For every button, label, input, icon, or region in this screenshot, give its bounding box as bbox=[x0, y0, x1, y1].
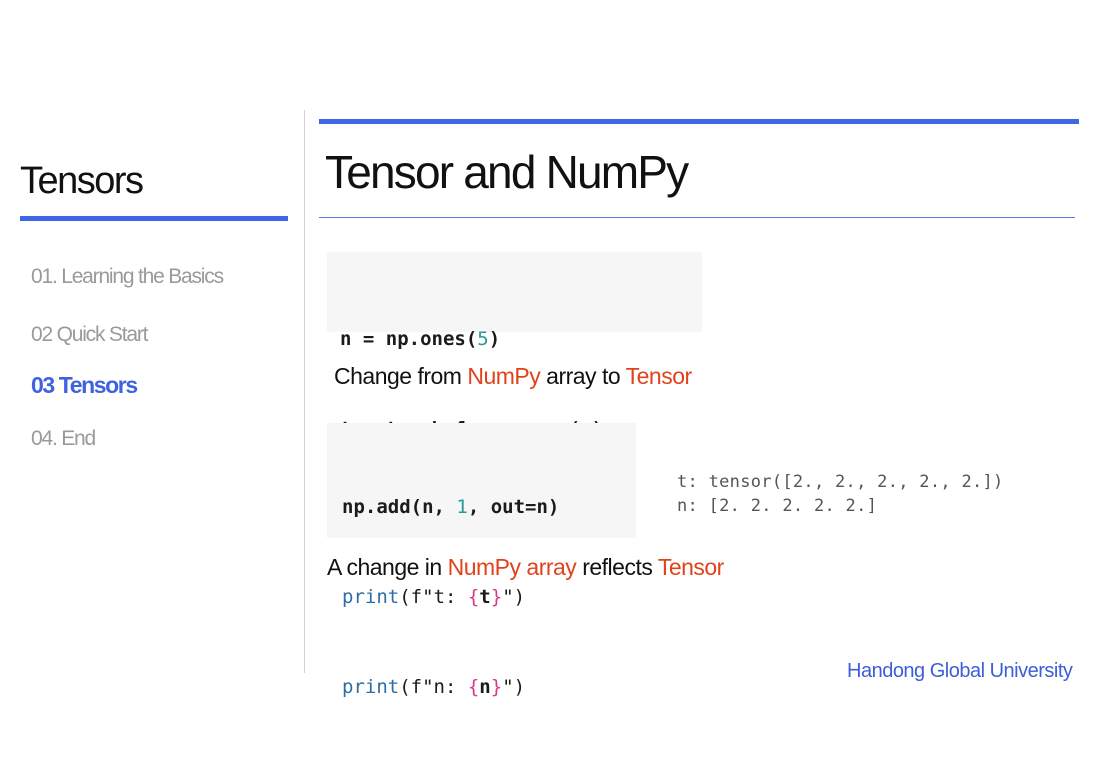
nav-item-quick-start[interactable]: 02 Quick Start bbox=[31, 323, 148, 346]
code-block-convert: n = np.ones(5) t = torch.from_numpy(n) bbox=[327, 252, 702, 440]
sidebar-divider bbox=[304, 110, 305, 673]
nav-item-tensors[interactable]: 03 Tensors bbox=[31, 372, 138, 398]
section-title-underline bbox=[20, 216, 288, 221]
code-line: np.add(n, 1, out=n) bbox=[342, 496, 560, 518]
code-output: t: tensor([2., 2., 2., 2., 2.]) n: [2. 2.… bbox=[677, 470, 1004, 518]
code-line: n = np.ones(5) bbox=[340, 328, 501, 350]
output-line: t: tensor([2., 2., 2., 2., 2.]) bbox=[677, 472, 1004, 492]
code-line: print(f"t: {t}") bbox=[342, 586, 526, 608]
title-divider bbox=[319, 217, 1075, 218]
output-line: n: [2. 2. 2. 2. 2.] bbox=[677, 496, 878, 516]
footer-university-name: Handong Global University bbox=[847, 660, 1073, 682]
header-accent-bar bbox=[319, 119, 1079, 124]
slide-title: Tensor and NumPy bbox=[325, 146, 689, 198]
caption-numpy-to-tensor: Change from NumPy array to Tensor bbox=[334, 363, 692, 389]
code-block-add: np.add(n, 1, out=n) print(f"t: {t}") pri… bbox=[327, 423, 636, 698]
nav-item-end[interactable]: 04. End bbox=[31, 427, 96, 450]
section-title: Tensors bbox=[20, 160, 144, 202]
caption-shared-memory: A change in NumPy array reflects Tensor bbox=[327, 554, 724, 580]
code-line: print(f"n: {n}") bbox=[342, 676, 526, 698]
nav-item-learning-basics[interactable]: 01. Learning the Basics bbox=[31, 265, 224, 288]
